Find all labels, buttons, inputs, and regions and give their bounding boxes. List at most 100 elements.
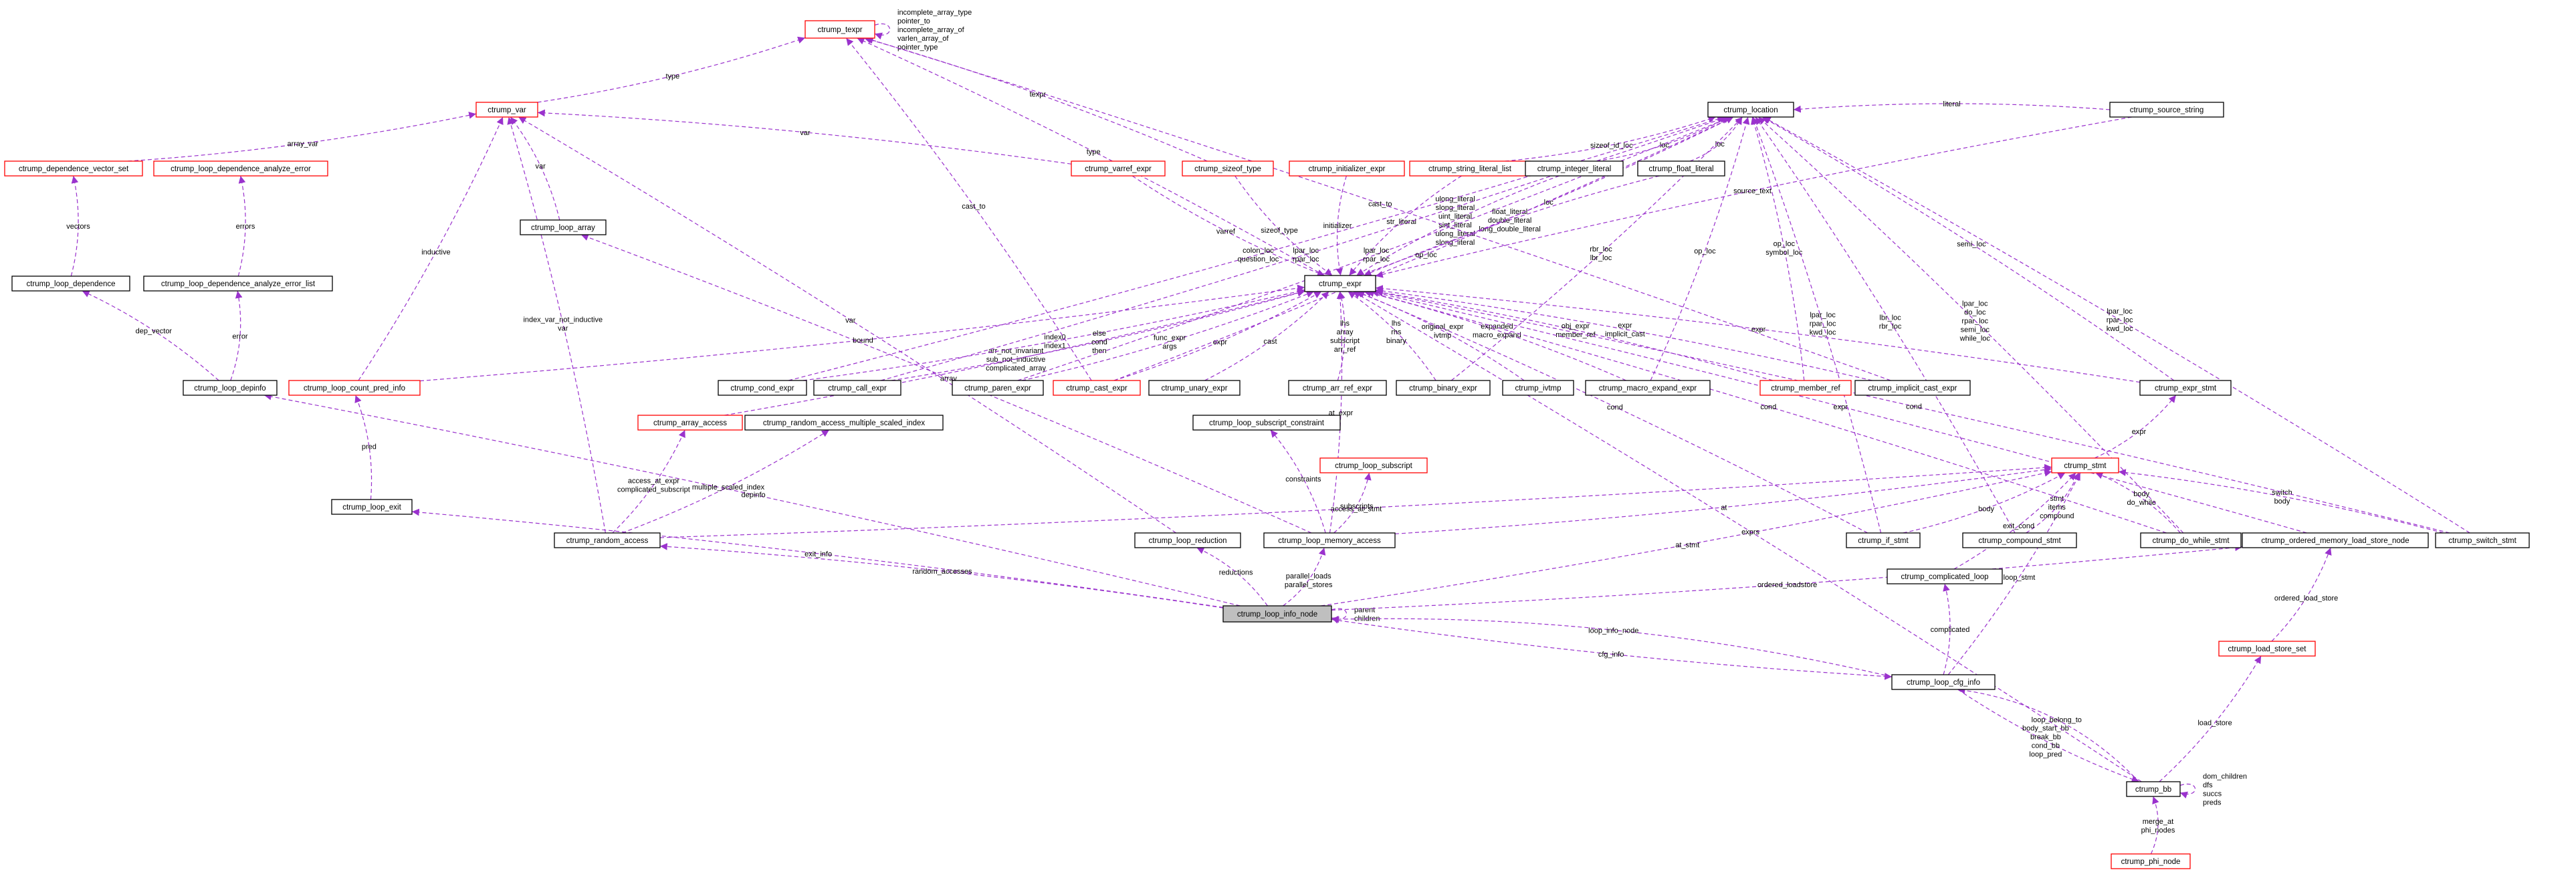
node-ctrump-random-access-multiple-scaled-index[interactable]: ctrump_random_access_multiple_scaled_ind… [744,415,944,431]
node-ctrump-do-while-stmt[interactable]: ctrump_do_while_stmt [2140,532,2242,548]
node-ctrump-loop-count-pred-info[interactable]: ctrump_loop_count_pred_info [288,380,421,396]
edge-label: kwd_loc [2107,325,2133,333]
node-ctrump-cond-expr[interactable]: ctrump_cond_expr [718,380,807,396]
node-box [2139,380,2232,396]
node-ctrump-loop-array[interactable]: ctrump_loop_array [520,219,607,235]
edge-label: items [2048,504,2066,512]
node-ctrump-cast-expr[interactable]: ctrump_cast_expr [1053,380,1141,396]
edge-path [1349,175,1462,276]
node-ctrump-location[interactable]: ctrump_location [1707,102,1794,118]
edge-path [518,116,1176,534]
edge-label: texpr [1030,91,1047,99]
edge-label: random_accesses [912,568,972,576]
node-ctrump-array-access[interactable]: ctrump_array_access [637,415,743,431]
edge-path [1132,175,1325,277]
node-ctrump-var[interactable]: ctrump_var [475,102,538,118]
node-label: ctrump_binary_expr [1409,385,1477,393]
node-ctrump-loop-reduction[interactable]: ctrump_loop_reduction [1134,532,1241,548]
edge-label: exit_cond [2003,522,2034,530]
edge-ctrump-macro-expand-expr-to-ctrump-location: op_loc [1650,116,1750,381]
edge-ctrump-loop-memory-access-to-ctrump-stmt: at [1394,466,2052,534]
edge-label: str_literal [1386,218,1416,226]
node-box [804,20,875,39]
node-ctrump-arr-ref-expr[interactable]: ctrump_arr_ref_expr [1288,380,1387,396]
edge-label: slong_literal [1436,239,1475,247]
node-ctrump-initializer-expr[interactable]: ctrump_initializer_expr [1289,160,1405,177]
edge-label: cond_bb [2032,742,2060,750]
node-ctrump-complicated-loop[interactable]: ctrump_complicated_loop [1887,568,2003,584]
edge-label: errors [236,223,255,231]
node-label: ctrump_location [1723,106,1778,114]
edge-label: obj_expr [1562,322,1590,330]
node-ctrump-ivtmp[interactable]: ctrump_ivtmp [1502,380,1574,396]
node-ctrump-loop-cfg-info[interactable]: ctrump_loop_cfg_info [1891,674,1996,690]
node-ctrump-binary-expr[interactable]: ctrump_binary_expr [1396,380,1491,396]
edge-path [237,175,246,277]
node-ctrump-loop-dependence-analyze-error[interactable]: ctrump_loop_dependence_analyze_error [153,160,328,177]
edge-label: semi_loc [1961,326,1990,334]
edge-label: lhs [1392,320,1402,328]
edge-ctrump-var-to-ctrump-texpr: type [537,36,806,103]
node-ctrump-phi-node[interactable]: ctrump_phi_node [2111,853,2191,869]
edge-label: complicated_array [986,364,1046,372]
node-ctrump-varref-expr[interactable]: ctrump_varref_expr [1071,160,1166,177]
edge-ctrump-sizeof-type-to-ctrump-expr: sizeof_type [1235,175,1333,276]
edge-label: member_ref [1555,331,1596,339]
edge-label: do_while [2127,499,2155,507]
node-ctrump-expr-stmt[interactable]: ctrump_expr_stmt [2139,380,2232,396]
node-ctrump-loop-subscript-constraint[interactable]: ctrump_loop_subscript_constraint [1192,415,1341,431]
node-ctrump-random-access[interactable]: ctrump_random_access [554,532,661,548]
edge-path [1235,175,1333,276]
edge-path [1331,615,1893,677]
node-box [1891,674,1996,690]
edge-label: depinfo [742,491,766,500]
node-ctrump-load-store-set[interactable]: ctrump_load_store_set [2218,641,2316,657]
node-ctrump-source-string[interactable]: ctrump_source_string [2109,102,2224,118]
edge-label: loc [1660,142,1670,150]
node-box [1502,380,1574,396]
node-ctrump-loop-info-node[interactable]: ctrump_loop_info_node [1222,605,1332,623]
node-ctrump-bb[interactable]: ctrump_bb [2126,781,2181,797]
edge-ctrump-implicit-cast-expr-to-ctrump-texpr: cast_to [865,37,1891,381]
edge-label: body [2274,498,2290,506]
edge-ctrump-bb-to-ctrump-load-store-set: load_store [2159,655,2262,782]
edge-ctrump-dependence-vector-set-to-ctrump-var: array_var [127,112,477,162]
node-ctrump-switch-stmt[interactable]: ctrump_switch_stmt [2435,532,2530,548]
node-ctrump-if-stmt[interactable]: ctrump_if_stmt [1846,532,1921,548]
node-ctrump-compound-stmt[interactable]: ctrump_compound_stmt [1962,532,2077,548]
node-ctrump-member-ref[interactable]: ctrump_member_ref [1759,380,1852,396]
node-ctrump-stmt[interactable]: ctrump_stmt [2051,457,2119,473]
node-ctrump-loop-dependence[interactable]: ctrump_loop_dependence [11,276,130,292]
node-ctrump-call-expr[interactable]: ctrump_call_expr [813,380,901,396]
node-ctrump-loop-memory-access[interactable]: ctrump_loop_memory_access [1263,532,1396,548]
edge-path [2094,395,2177,459]
edge-path [1371,290,2307,534]
node-ctrump-string-literal-list[interactable]: ctrump_string_literal_list [1409,160,1531,177]
edge-label: pointer_type [897,43,938,51]
edge-label: long_double_literal [1479,225,1540,233]
node-ctrump-texpr[interactable]: ctrump_texpr [804,20,875,39]
node-ctrump-expr[interactable]: ctrump_expr [1304,275,1376,292]
node-box [1759,380,1852,396]
node-ctrump-paren-expr[interactable]: ctrump_paren_expr [952,380,1044,396]
node-ctrump-loop-exit[interactable]: ctrump_loop_exit [331,499,413,515]
node-ctrump-loop-subscript[interactable]: ctrump_loop_subscript [1319,457,1428,473]
node-ctrump-dependence-vector-set[interactable]: ctrump_dependence_vector_set [4,160,143,177]
node-ctrump-loop-dependence-analyze-error-list[interactable]: ctrump_loop_dependence_analyze_error_lis… [143,276,333,292]
node-ctrump-loop-depinfo[interactable]: ctrump_loop_depinfo [183,380,278,396]
node-ctrump-float-literal[interactable]: ctrump_float_literal [1637,160,1725,177]
node-ctrump-integer-literal[interactable]: ctrump_integer_literal [1525,160,1624,177]
node-ctrump-ordered-memory-load-store-node[interactable]: ctrump_ordered_memory_load_store_node [2242,532,2429,548]
edge-path [724,289,1305,416]
node-ctrump-unary-expr[interactable]: ctrump_unary_expr [1148,380,1241,396]
node-ctrump-sizeof-type[interactable]: ctrump_sizeof_type [1182,160,1274,177]
node-ctrump-macro-expand-expr[interactable]: ctrump_macro_expand_expr [1585,380,1711,396]
node-ctrump-implicit-cast-expr[interactable]: ctrump_implicit_cast_expr [1854,380,1971,396]
edge-path [1375,289,2450,534]
